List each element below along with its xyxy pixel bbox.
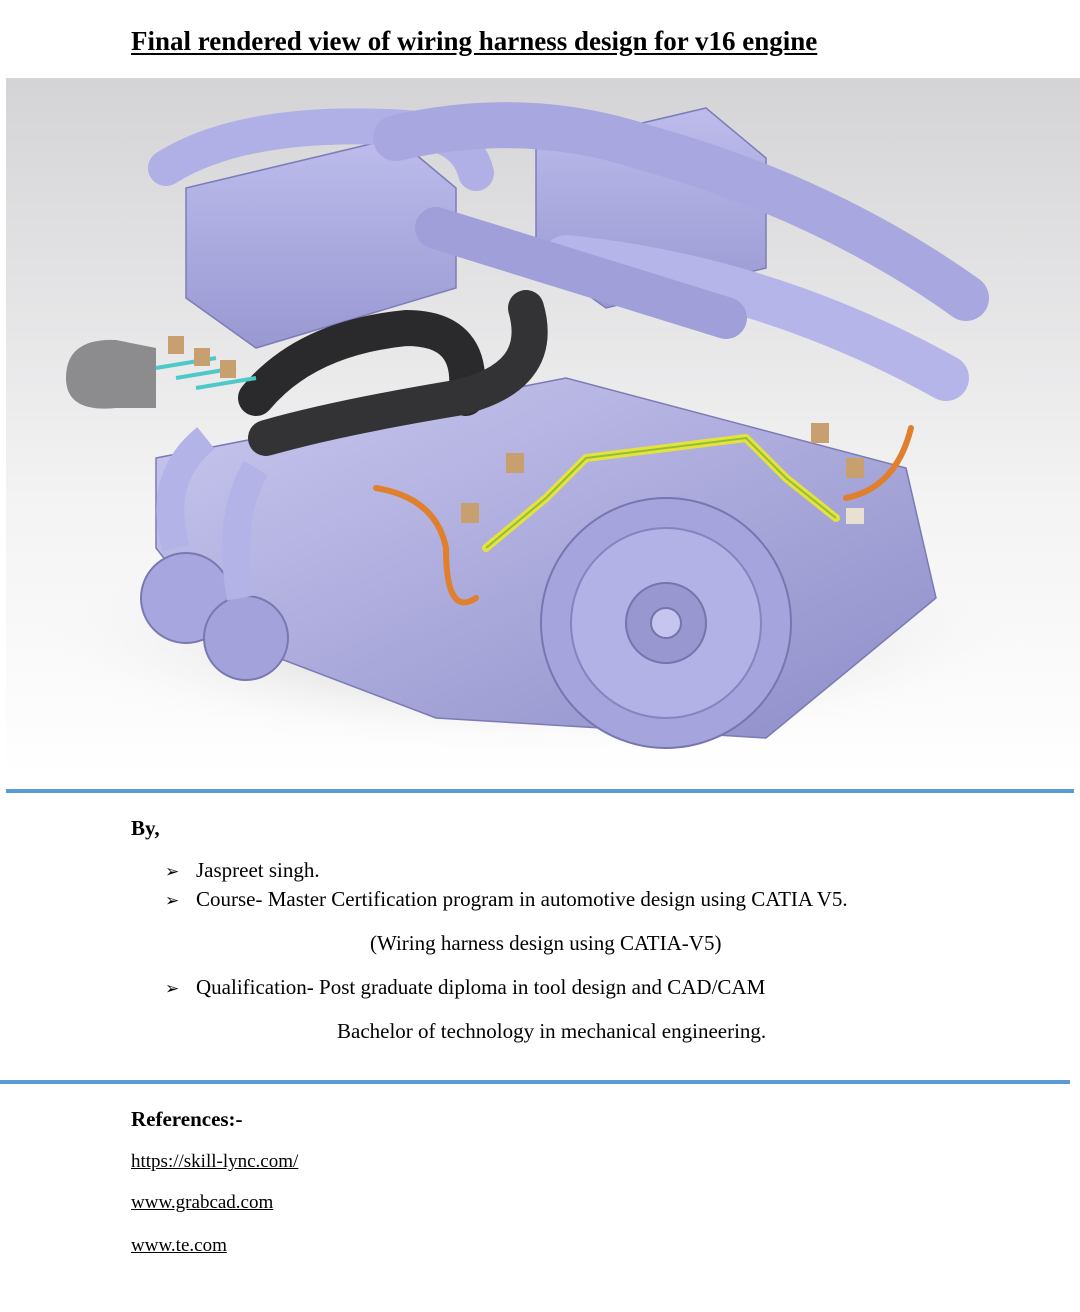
- references-heading: References:-: [131, 1107, 243, 1131]
- reference-link[interactable]: www.grabcad.com: [131, 1192, 274, 1213]
- section-divider-top: [6, 789, 1074, 793]
- reference-link[interactable]: www.te.com: [131, 1235, 227, 1256]
- qualification-extra: Bachelor of technology in mechanical eng…: [337, 1019, 767, 1043]
- section-divider-bottom: [0, 1080, 1070, 1084]
- page-title: Final rendered view of wiring harness de…: [131, 26, 818, 56]
- bullet-text: Jaspreet singh.: [196, 858, 320, 882]
- arrow-bullet-icon: ➢: [165, 891, 180, 911]
- engine-render-image: [6, 78, 1080, 778]
- bullet-course: ➢ Course- Master Certification program in…: [165, 887, 848, 912]
- engine-illustration: [6, 78, 1080, 778]
- bullet-author: ➢ Jaspreet singh.: [165, 858, 320, 883]
- bullet-text: Course- Master Certification program in …: [196, 887, 848, 911]
- course-note: (Wiring harness design using CATIA-V5): [370, 931, 722, 955]
- arrow-bullet-icon: ➢: [165, 862, 180, 882]
- bullet-text: Qualification- Post graduate diploma in …: [196, 975, 766, 999]
- bullet-qualification: ➢ Qualification- Post graduate diploma in…: [165, 975, 765, 1000]
- reference-link[interactable]: https://skill-lync.com/: [131, 1151, 299, 1172]
- arrow-bullet-icon: ➢: [165, 979, 180, 999]
- author-heading: By,: [131, 816, 160, 840]
